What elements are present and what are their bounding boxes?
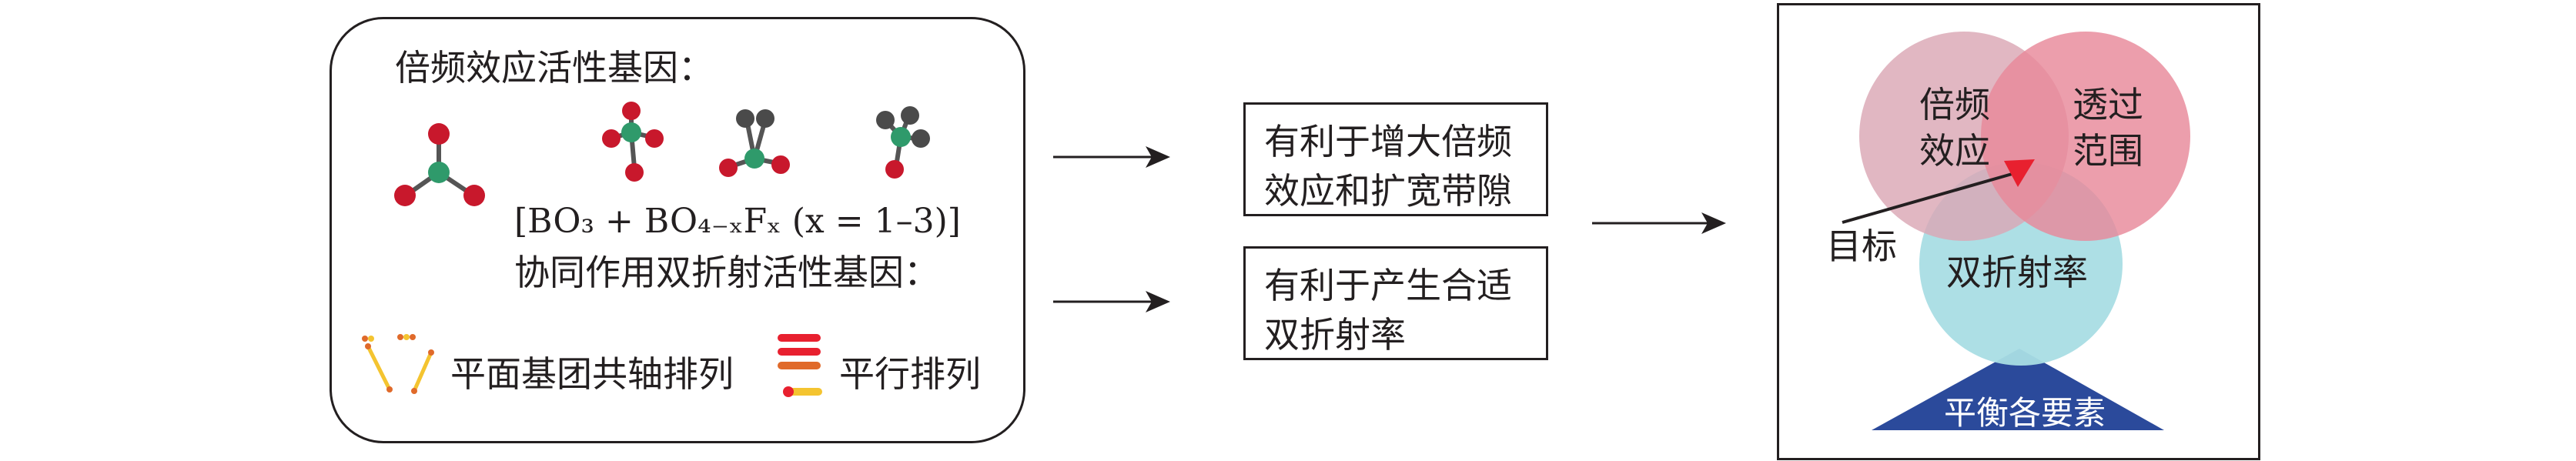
shg-circle-label-line2: 效应 <box>1919 130 1990 172</box>
coaxial-arrangement-icon <box>362 334 434 394</box>
balance-base-label: 平衡各要素 <box>1944 394 2106 432</box>
target-arrow <box>1842 159 2035 224</box>
effect-box-birefringence: 有利于产生合适 双折射率 <box>1243 246 1548 360</box>
effect-birefringence-line1: 有利于产生合适 <box>1264 265 1512 306</box>
bo3-molecule-icon <box>394 123 485 206</box>
transmission-circle-label-line1: 透过 <box>2073 84 2143 125</box>
bo4-molecule-icon <box>602 102 664 182</box>
venn-diagram <box>1842 32 2190 430</box>
bo2f2-molecule-icon <box>719 109 790 177</box>
molecule-icons <box>394 102 930 206</box>
shg-circle-label-line1: 倍频 <box>1919 84 1990 125</box>
balance-base-triangle <box>1872 349 2164 430</box>
borate-formula: [BO₃ + BO₄₋ₓFₓ (x = 1–3)] <box>514 202 961 241</box>
effect-shg-line2: 效应和扩宽带隙 <box>1264 170 1512 212</box>
target-label: 目标 <box>1826 225 1897 267</box>
legend-coaxial-label: 平面基团共轴排列 <box>450 353 734 395</box>
bof3-molecule-icon <box>876 106 930 179</box>
arrow-to-goal-diagram <box>1592 212 1726 234</box>
birefringence-genes-title: 协同作用双折射活性基因： <box>514 252 939 293</box>
effect-box-shg: 有利于增大倍频 效应和扩宽带隙 <box>1243 102 1548 216</box>
arrow-to-shg-effect <box>1053 146 1170 168</box>
legend-parallel-label: 平行排列 <box>839 353 981 395</box>
arrow-to-birefringence-effect <box>1053 291 1170 312</box>
shg-genes-title: 倍频效应活性基因： <box>395 47 714 89</box>
birefringence-circle-label: 双折射率 <box>1946 252 2088 293</box>
transmission-circle-label-line2: 范围 <box>2073 130 2143 172</box>
transmission-circle <box>1981 32 2190 241</box>
active-genes-panel <box>330 17 1025 443</box>
parallel-arrangement-icon <box>778 334 822 397</box>
effect-birefringence-line2: 双折射率 <box>1264 314 1406 356</box>
effect-shg-line1: 有利于增大倍频 <box>1264 121 1512 162</box>
